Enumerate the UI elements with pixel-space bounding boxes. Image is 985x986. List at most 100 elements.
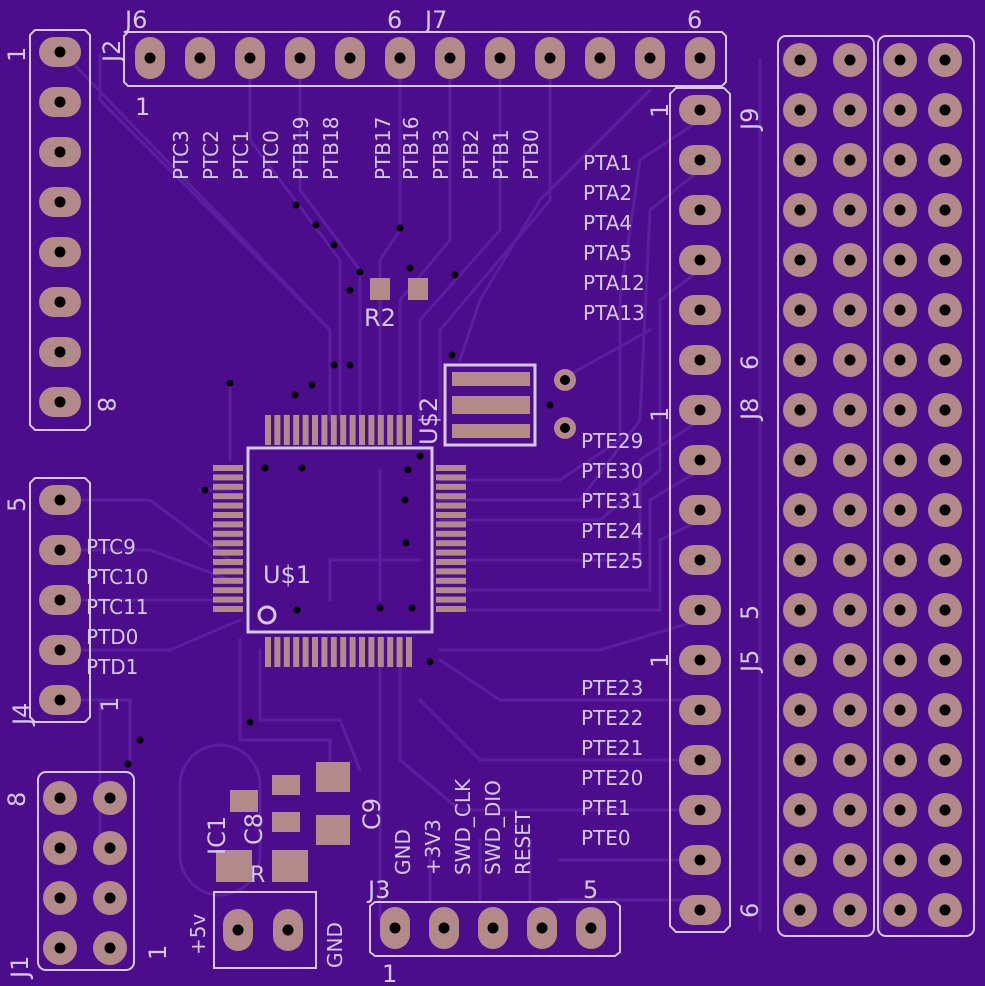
proto-pin-19-hole [894,254,906,266]
proto-pin-51 [883,643,917,677]
pte-label-pte24: PTE24 [581,519,643,543]
via-8 [376,604,384,612]
r2-pad-2 [408,278,428,300]
swd-label-gnd: GND [391,829,415,875]
mcu-pin-left-12 [213,568,243,575]
right-pin-8-hole [694,454,706,466]
proto-pin-11 [883,143,917,177]
top-label-ptb3: PTB3 [429,129,453,180]
via-21 [226,379,234,387]
via-29 [346,361,354,369]
power-pin-plus [223,909,253,951]
via-23 [246,718,254,726]
j4-outline [29,477,91,723]
r2-pad-1 [370,278,390,300]
proto-pin-42-hole [844,554,856,566]
proto-pin-64-hole [939,804,951,816]
proto-pin-65-hole [794,854,806,866]
reg-pad-3 [452,424,530,438]
proto-pin-72-hole [939,904,951,916]
proto-pin-60 [928,743,962,777]
pte-label-pte22: PTE22 [581,706,643,730]
ref-r2: R2 [364,304,396,332]
proto-pin-52-hole [939,654,951,666]
mcu-pin-right-4 [436,493,466,500]
pta-label-pta5: PTA5 [583,241,632,265]
proto-pin-25-hole [794,354,806,366]
ref-c9: C9 [358,798,386,830]
right-pin-9-hole [694,504,706,516]
right-pin-4 [679,245,721,275]
proto-pin-48-hole [939,604,951,616]
proto-pin-31-hole [894,404,906,416]
top-pin-4 [285,37,315,79]
j4-header-pins [29,477,91,723]
right-pin-10-hole [694,554,706,566]
ref-j7: J7 [423,6,447,34]
right-pin-10 [679,545,721,575]
right-pin-5 [679,295,721,325]
left-label-ptc9: PTC9 [86,535,136,559]
j6-pin6-label: 6 [387,6,402,34]
via-3 [404,466,412,474]
proto-pin-56 [928,693,962,727]
mcu-pin-left-4 [213,493,243,500]
proto-pin-6 [833,93,867,127]
j3-pin-3-hole [487,922,499,934]
proto-pin-38-hole [844,504,856,516]
top-pin-3 [235,37,265,79]
j5-pin1-label: 1 [646,653,674,668]
j9-pin1-label: 1 [646,103,674,118]
swd-label-swd-clk: SWD_CLK [451,778,475,875]
j4-pin-2 [39,535,81,565]
top-label-ptb0: PTB0 [519,129,543,180]
j2-pin-7 [39,337,81,367]
proto-pin-41 [783,543,817,577]
mcu-pin-top-12 [368,415,375,445]
proto-pin-70 [833,893,867,927]
mcu-pin-bottom-14 [387,637,394,667]
top-pin-7-hole [444,52,456,64]
top-pin-2-hole [194,52,206,64]
swd-label--3v3: +3V3 [421,819,445,875]
proto-pin-47 [883,593,917,627]
ref-j6: J6 [123,6,147,34]
proto-pin-6-hole [844,104,856,116]
proto-pin-25 [783,343,817,377]
proto-pin-64 [928,793,962,827]
mcu-pin-left-13 [213,577,243,584]
top-pin-12-hole [694,52,706,64]
proto-pin-19 [883,243,917,277]
mcu-pin-bottom-10 [349,637,356,667]
j2-pin-4 [39,187,81,217]
via-16 [406,264,414,272]
power-pin-gnd [273,909,303,951]
proto-pin-18-hole [844,254,856,266]
mcu-pin-right-12 [436,568,466,575]
j3-pin-5-hole [585,922,597,934]
mcu-pin-top-7 [321,415,328,445]
j1-pin-7-hole [54,942,66,954]
top-label-ptb1: PTB1 [489,129,513,180]
proto-pin-9 [783,143,817,177]
proto-pin-49 [783,643,817,677]
proto-pin-34 [833,443,867,477]
proto-pin-10-hole [844,154,856,166]
proto-pin-13-hole [794,204,806,216]
mcu-pin-top-3 [283,415,290,445]
via-5 [401,496,409,504]
mcu-pin-left-16 [213,606,243,612]
left-label-ptc10: PTC10 [86,565,149,589]
top-label-ptc2: PTC2 [199,130,223,180]
j1-pin-2 [93,781,127,815]
reg-pad-2 [452,396,530,414]
j6-j7-header-pins [123,31,727,87]
mcu-pin-bottom-12 [368,637,375,667]
j1-pin-5-hole [54,892,66,904]
mcu-pin-bottom-2 [274,637,281,667]
j1-pin8-label: 8 [3,792,31,807]
right-pin-13-hole [694,704,706,716]
via-14 [356,268,364,276]
proto-pin-1-hole [794,54,806,66]
